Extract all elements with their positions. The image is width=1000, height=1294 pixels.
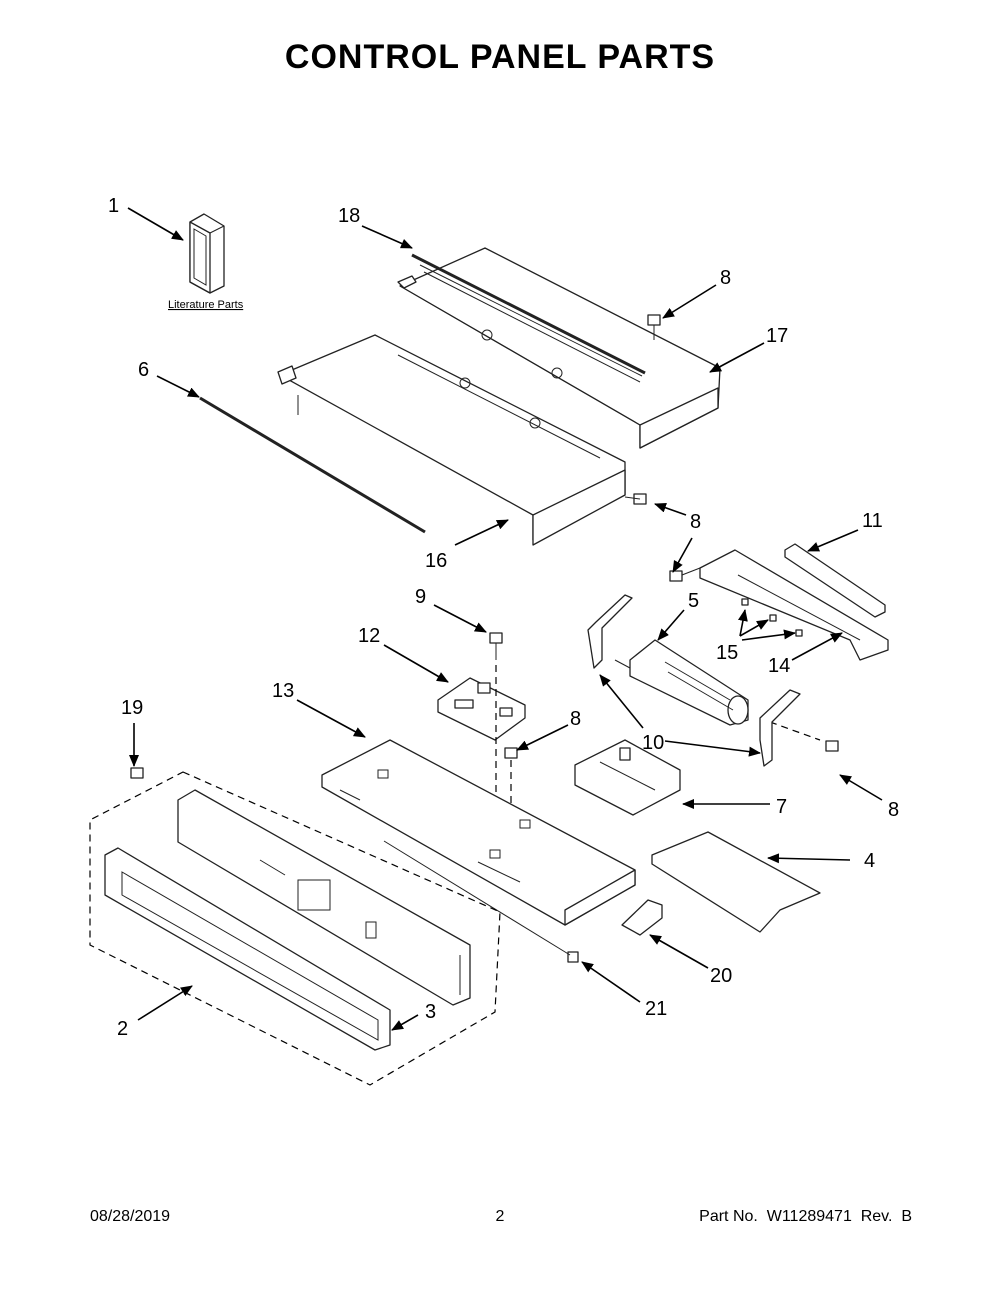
footer-part-number: Part No. W11289471 Rev. B — [699, 1208, 912, 1225]
control-panel-part[interactable] — [177, 789, 471, 1006]
callout-12: 12 — [358, 625, 380, 647]
callout-8: 8 — [690, 511, 701, 533]
screw-part[interactable] — [624, 493, 647, 505]
callout-21: 21 — [645, 998, 667, 1020]
callout-8: 8 — [570, 708, 581, 730]
callout-16: 16 — [425, 550, 447, 572]
callout-18: 18 — [338, 205, 360, 227]
lower-cover-panel-part[interactable] — [277, 334, 626, 546]
page-title: CONTROL PANEL PARTS — [284, 38, 716, 76]
callout-4: 4 — [864, 850, 875, 872]
footer-page-number: 2 — [495, 1208, 505, 1225]
footer-date: 08/28/2019 — [90, 1208, 171, 1225]
callout-numbers: 1 18 8 17 6 8 11 16 9 5 12 15 14 13 19 8… — [108, 195, 899, 1040]
callout-3: 3 — [425, 1001, 436, 1023]
callout-20: 20 — [710, 965, 732, 987]
callout-10: 10 — [642, 732, 664, 754]
callout-5: 5 — [688, 590, 699, 612]
small-screw-part[interactable] — [795, 629, 803, 637]
clip-part[interactable] — [383, 840, 579, 963]
callout-11: 11 — [862, 510, 883, 532]
callout-8: 8 — [888, 799, 899, 821]
insulation-strip-part[interactable] — [784, 543, 886, 618]
callout-13: 13 — [272, 680, 294, 702]
callout-1: 1 — [108, 195, 119, 217]
upper-cover-panel-part[interactable] — [397, 247, 721, 449]
blower-fan-part[interactable] — [614, 639, 749, 726]
callout-6: 6 — [138, 359, 149, 381]
callout-19: 19 — [121, 697, 143, 719]
screw-part[interactable] — [647, 314, 661, 340]
callout-2: 2 — [117, 1018, 128, 1040]
glass-panel-part[interactable] — [104, 847, 391, 1051]
small-screw-part[interactable] — [741, 598, 749, 606]
literature-booklet-part[interactable] — [189, 213, 225, 294]
literature-parts-label: Literature Parts — [168, 299, 244, 311]
small-screw-part[interactable] — [769, 614, 777, 622]
callout-14: 14 — [768, 655, 790, 677]
upper-rod-part[interactable] — [411, 253, 646, 375]
lower-rod-part[interactable] — [199, 396, 426, 534]
bracket-plate-part[interactable] — [699, 549, 889, 661]
control-board-part[interactable] — [437, 677, 526, 741]
mounting-tray-part[interactable] — [321, 739, 636, 926]
mounting-bracket-part[interactable] — [759, 689, 801, 767]
assembly-outline — [89, 771, 501, 1086]
insulation-sheet-part[interactable] — [651, 831, 821, 933]
small-bracket-part[interactable] — [621, 899, 663, 936]
mounting-bracket-part[interactable] — [587, 594, 633, 669]
callout-8: 8 — [720, 267, 731, 289]
front-screw-part[interactable] — [130, 767, 144, 779]
callout-9: 9 — [415, 586, 426, 608]
callout-17: 17 — [766, 325, 788, 347]
callout-7: 7 — [776, 796, 787, 818]
relay-board-part[interactable] — [574, 739, 681, 816]
screw-part[interactable] — [825, 740, 839, 752]
screw-part[interactable] — [504, 747, 518, 759]
callout-15: 15 — [716, 642, 738, 664]
board-screw-part[interactable] — [489, 632, 503, 660]
leader-lines — [127, 207, 883, 1031]
